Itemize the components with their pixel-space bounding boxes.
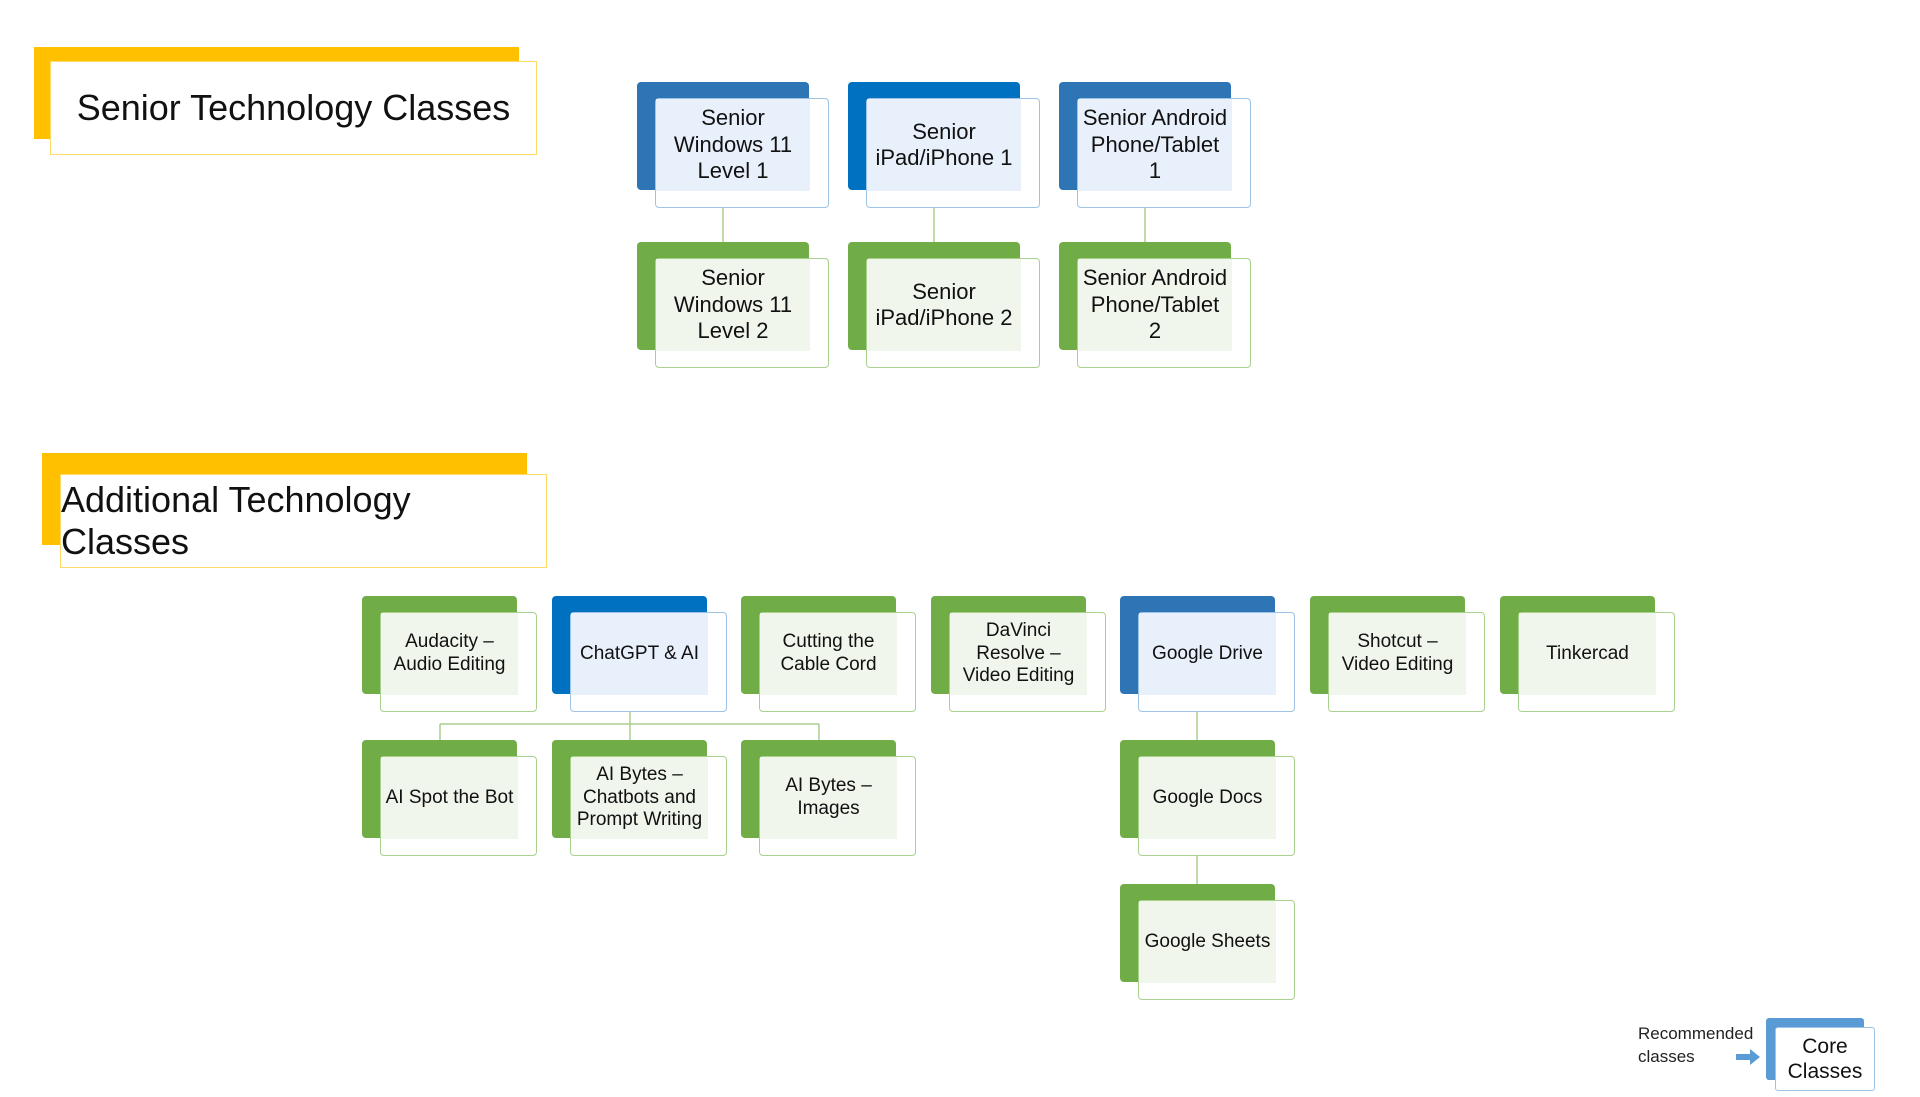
node-label: Shotcut – Video Editing: [1329, 613, 1466, 695]
node-label: AI Spot the Bot: [381, 757, 518, 839]
node-label: Audacity – Audio Editing: [381, 613, 518, 695]
node-label: AI Bytes – Images: [760, 757, 897, 839]
node-label: Google Drive: [1139, 613, 1276, 695]
node-label: Tinkercad: [1519, 613, 1656, 695]
node-label: Senior Windows 11 Level 1: [656, 99, 810, 191]
node-label: DaVinci Resolve – Video Editing: [950, 613, 1087, 695]
node-label: Google Docs: [1139, 757, 1276, 839]
node-label: Senior iPad/iPhone 2: [867, 259, 1021, 351]
node-label: Senior Android Phone/Tablet 2: [1078, 259, 1232, 351]
header-additional-title: Additional Technology Classes: [61, 479, 411, 562]
arrow-right-icon: [1736, 1049, 1760, 1065]
node-label: Google Sheets: [1139, 901, 1276, 983]
header-senior-title: Senior Technology Classes: [76, 87, 511, 128]
node-label: AI Bytes – Chatbots and Prompt Writing: [571, 757, 708, 839]
legend-recommended-text: Recommended classes: [1638, 1024, 1754, 1066]
node-label: Senior Android Phone/Tablet 1: [1078, 99, 1232, 191]
node-label: Senior iPad/iPhone 1: [867, 99, 1021, 191]
node-label: Senior Windows 11 Level 2: [656, 259, 810, 351]
node-label: ChatGPT & AI: [571, 613, 708, 695]
legend-core-label: Core Classes: [1775, 1027, 1875, 1091]
node-label: Cutting the Cable Cord: [760, 613, 897, 695]
